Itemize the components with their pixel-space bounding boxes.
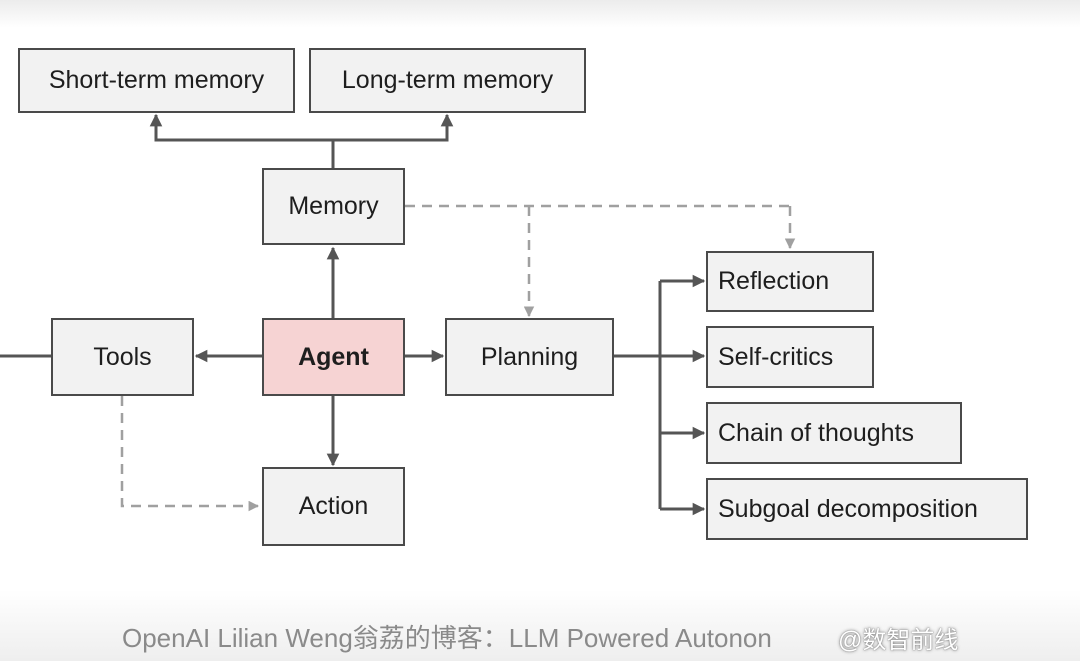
node-label: Self-critics (718, 342, 834, 371)
caption-text: OpenAI Lilian Weng翁荔的博客：LLM Powered Auto… (122, 623, 772, 653)
node-label: Subgoal decomposition (718, 494, 978, 523)
node-reflection: Reflection (706, 251, 874, 312)
node-label: Reflection (718, 267, 830, 295)
node-label: Short-term memory (48, 66, 265, 94)
node-short-term-memory: Short-term memory (18, 48, 295, 113)
node-label: Long-term memory (341, 66, 554, 94)
edge-memory-to-short-term (149, 113, 335, 168)
node-label: Memory (288, 192, 379, 220)
node-label: Agent (298, 342, 369, 371)
caption-bar (0, 590, 1080, 661)
watermark: @数智前线 (838, 627, 959, 654)
node-planning: Planning (445, 318, 614, 396)
node-label: Chain of thoughts (718, 418, 914, 447)
node-subgoal-decomposition: Subgoal decomposition (706, 478, 1028, 540)
top-fade (0, 0, 1080, 28)
node-long-term-memory: Long-term memory (309, 48, 586, 113)
edge-tools-to-action-dashed (120, 396, 260, 512)
node-label: Action (298, 492, 369, 520)
edge-memory-to-long-term (333, 113, 454, 142)
node-label: Planning (480, 342, 579, 371)
node-label: Tools (93, 342, 152, 371)
node-chain-of-thoughts: Chain of thoughts (706, 402, 962, 464)
node-memory: Memory (262, 168, 405, 245)
node-tools: Tools (51, 318, 194, 396)
node-self-critics: Self-critics (706, 326, 874, 388)
node-agent: Agent (262, 318, 405, 396)
node-action: Action (262, 467, 405, 546)
